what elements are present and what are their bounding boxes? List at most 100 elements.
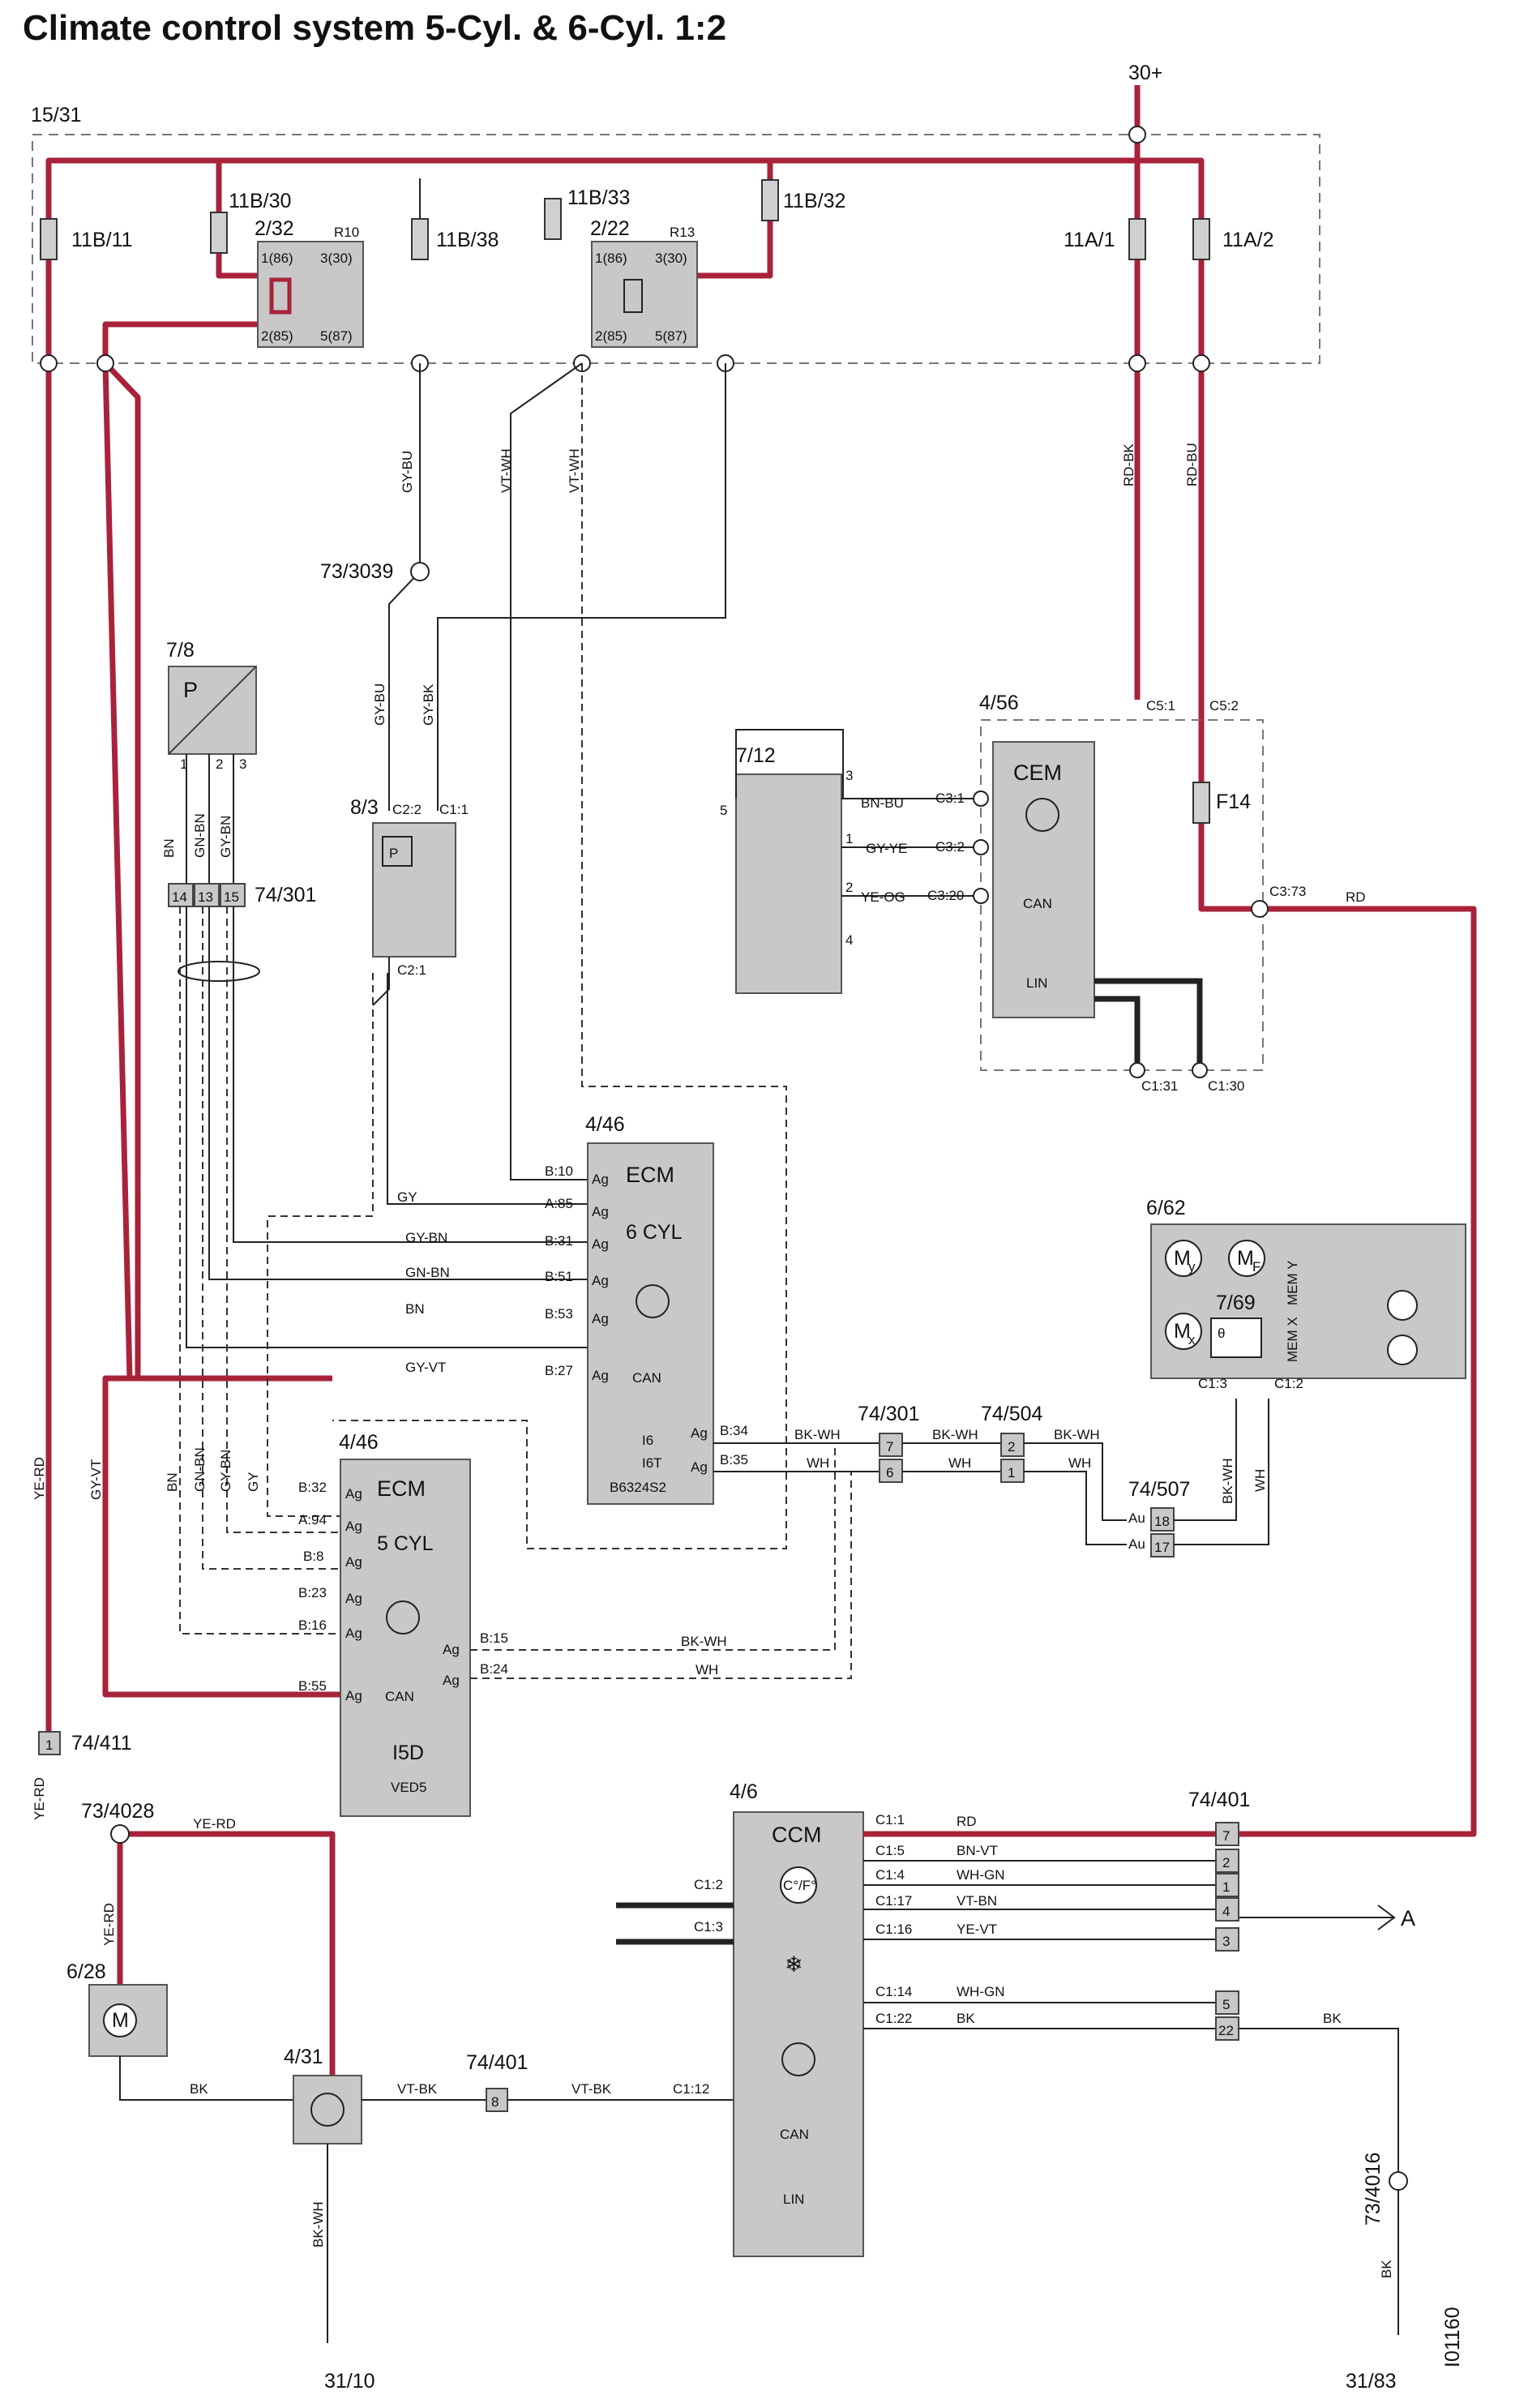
ground-31-83: 31/83 [1346, 2370, 1397, 2393]
relay-r10-p85: 2(85) [261, 328, 293, 344]
ecm5-ag: Ag [345, 1519, 362, 1534]
term-c22: C2:2 [392, 802, 422, 817]
conn-pin-13: 13 [198, 889, 213, 905]
wire-label-bk-3: BK [1323, 2011, 1342, 2026]
relay-r13-p30: 3(30) [655, 251, 687, 266]
ccm-transistor-icon [781, 2042, 815, 2076]
wire-label-vt-wh-1: VT-WH [499, 448, 514, 493]
cem-pin-node [973, 888, 989, 904]
wire-label-rd-bk: RD-BK [1121, 443, 1136, 486]
term-c131: C1:31 [1141, 1078, 1178, 1094]
pressure-sensor-id: 7/8 [166, 639, 195, 662]
ecm-6cyl [587, 1142, 714, 1505]
conn-401-pin-2: 2 [1222, 1855, 1230, 1870]
splice-73-3039-label: 73/3039 [320, 560, 393, 583]
term-cc11: C1:1 [875, 1812, 905, 1827]
term-c51: C5:1 [1146, 698, 1175, 713]
motor-y-icon [1165, 1240, 1202, 1277]
sensor-7-12-id: 7/12 [736, 744, 776, 767]
ecm-6cyl-v2: I6T [642, 1455, 662, 1471]
fan-amplifier-id: 4/31 [284, 2046, 323, 2068]
cem-lin: LIN [1026, 975, 1047, 991]
wire-gy-bu-2 [388, 571, 421, 811]
term-c11: C1:1 [439, 802, 469, 817]
wire-label-vt-bn: VT-BN [957, 1893, 997, 1909]
lamp-icon [1387, 1290, 1418, 1321]
conn-pin [1215, 1990, 1239, 2015]
wire-can-bus [1094, 978, 1203, 1070]
mem-x: MEM X [1285, 1317, 1300, 1362]
motor-x-sub: x [1188, 1332, 1196, 1348]
conn-pin [168, 883, 194, 907]
wire-label-ye-rd: YE-RD [32, 1457, 47, 1500]
relay-r13 [591, 241, 698, 348]
term-c320: C3:20 [927, 888, 964, 903]
conn-74-401-label: 74/401 [466, 2051, 528, 2074]
fuse-f14 [1192, 782, 1210, 824]
term-c373: C3:73 [1269, 884, 1306, 899]
term-b35: B:35 [720, 1452, 748, 1468]
conn-pin [38, 1731, 61, 1755]
relay-8-3 [372, 822, 456, 958]
term-b10: B:10 [545, 1163, 573, 1179]
ecm5-ag: Ag [345, 1554, 362, 1570]
ecm6-ag: Ag [592, 1311, 609, 1326]
conn-pin [220, 883, 246, 907]
motor-f: M [1237, 1247, 1254, 1270]
splice-73-4028-label: 73/4028 [81, 1800, 154, 1823]
pin-label: 5 [720, 803, 727, 818]
wire-label-bk-wh-6: BK-WH [310, 2201, 326, 2247]
wire-label-gy-bn-3: GY-BN [405, 1230, 447, 1245]
conn-pin-8: 8 [491, 2094, 499, 2110]
wire-label-wh-5: WH [696, 1662, 718, 1677]
term-cc114: C1:14 [875, 1984, 912, 1999]
wire-label-bk-2: BK [957, 2011, 975, 2026]
conn-pin-15: 15 [224, 889, 239, 905]
wire-label-vt-bk-2: VT-BK [571, 2081, 612, 2097]
wire-label-wh-4: WH [1252, 1469, 1268, 1492]
term-cc117: C1:17 [875, 1893, 912, 1909]
term-c32: C3:2 [935, 839, 965, 855]
conn-411-pin: 1 [45, 1737, 53, 1753]
wire-bk-wh-3 [1024, 1442, 1127, 1521]
term-cc112: C1:12 [673, 2081, 709, 2097]
relay-r13-coil [623, 279, 643, 313]
relay-8-3-sensor [382, 836, 413, 867]
wire-vt-wh-1 [510, 362, 588, 1180]
wire-label-ye-og: YE-OG [861, 889, 905, 905]
wire-label-bn-2: BN [165, 1472, 180, 1492]
batt-supply-label: 30+ [1128, 62, 1162, 84]
wire-label-gy-bk: GY-BK [421, 683, 436, 726]
fuse-11b11-label: 11B/11 [71, 229, 133, 251]
wire-wh-ecm5 [470, 1472, 852, 1679]
relay-r13-p85: 2(85) [595, 328, 627, 344]
ecm6-ag: Ag [592, 1204, 609, 1219]
sensor-7-12 [735, 773, 842, 994]
wire-gy-bk [437, 363, 726, 811]
term-c52: C5:2 [1209, 698, 1239, 713]
ecm-6cyl-transistor-icon [636, 1284, 670, 1318]
conn-74-301-label: 74/301 [255, 884, 316, 906]
wire-label-gy-vt: GY-VT [405, 1360, 446, 1375]
relay-r10-p30: 3(30) [320, 251, 353, 266]
ecm-5cyl-transistor-icon [386, 1600, 420, 1635]
pin-label: 4 [845, 932, 853, 948]
fan-motor-icon [103, 2003, 137, 2037]
fuse-11b32 [761, 179, 779, 221]
wire-bk-wh-4 [1174, 1399, 1237, 1521]
wire-sensor-loop [735, 729, 844, 799]
page-title: Climate control system 5-Cyl. & 6-Cyl. 1… [23, 8, 727, 48]
conn-pin-6: 6 [886, 1465, 893, 1480]
relay-r13-label: R13 [670, 225, 695, 240]
wire-wh-3 [1024, 1471, 1127, 1545]
fuse-11a2 [1192, 218, 1210, 260]
ccm-can: CAN [780, 2127, 809, 2142]
wire-label-gy-vt-2: GY-VT [88, 1459, 104, 1500]
cem-module [992, 741, 1095, 1018]
ecm6-ag: Ag [592, 1368, 609, 1383]
ecm-5cyl-can: CAN [385, 1689, 414, 1704]
ecm-5cyl-v1: I5D [392, 1742, 424, 1764]
conn-pin [1215, 1927, 1239, 1952]
fan-amplifier [293, 2075, 362, 2144]
motor-f-sub: F [1252, 1259, 1260, 1275]
